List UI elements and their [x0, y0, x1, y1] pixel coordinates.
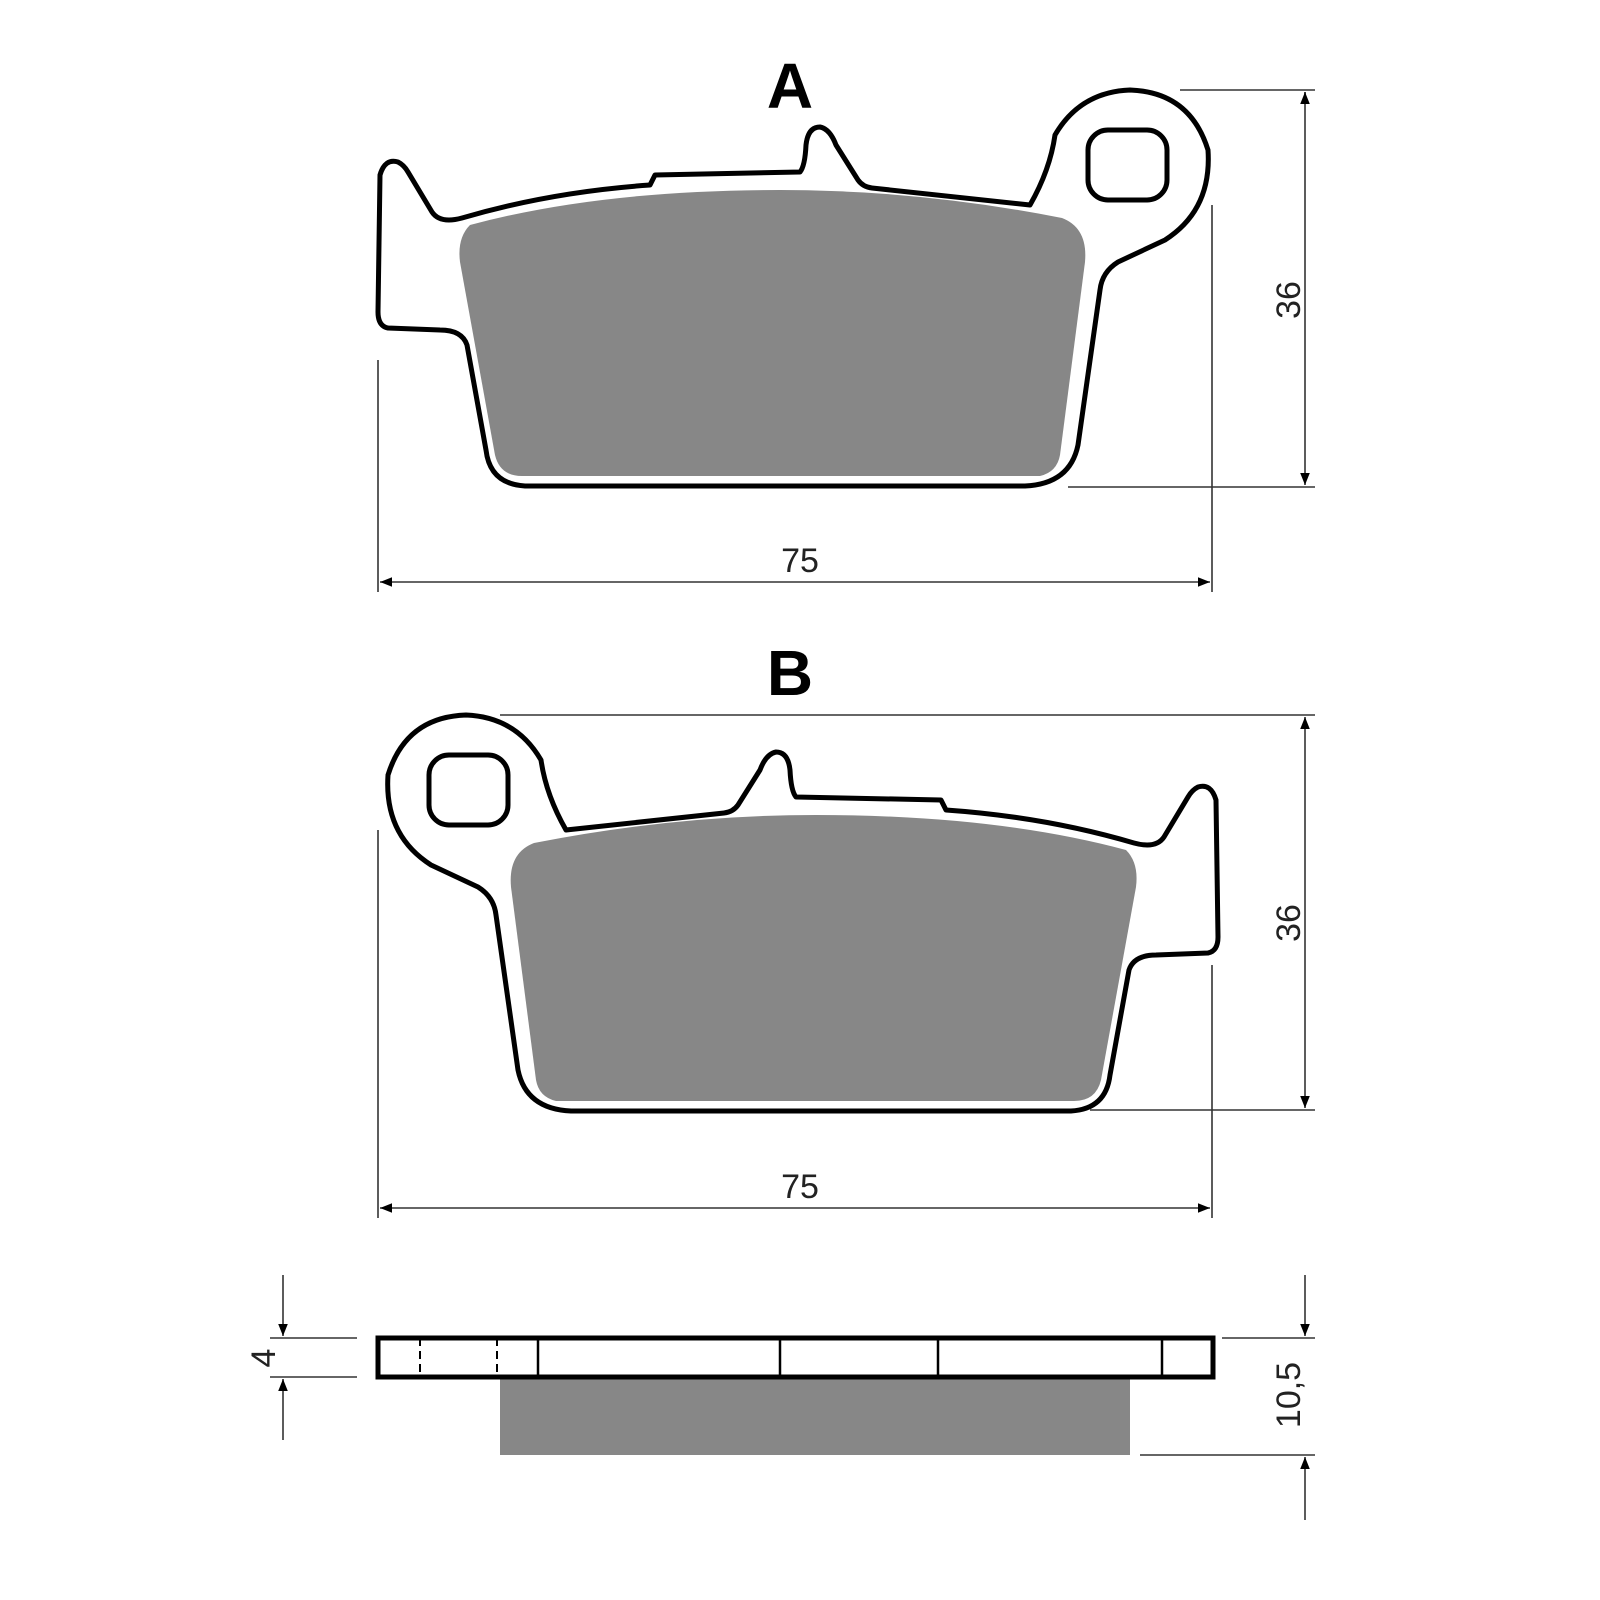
view-a: A 36 75 [378, 50, 1315, 592]
width-dim-a: 75 [781, 542, 819, 580]
width-dim-b: 75 [781, 1168, 819, 1206]
total-thickness-dim: 10,5 [1270, 1362, 1308, 1428]
side-view: 4 10,5 [245, 1275, 1315, 1520]
friction-material-side [500, 1377, 1130, 1455]
backplate-side [375, 1335, 1216, 1380]
view-a-label: A [767, 50, 813, 122]
height-dim-b: 36 [1270, 904, 1308, 942]
view-b-label: B [767, 637, 813, 709]
view-b: B 36 75 [377, 637, 1315, 1218]
height-dim-a: 36 [1270, 281, 1308, 319]
pad-a-outline [378, 90, 1208, 486]
pad-b-outline [388, 715, 1218, 1111]
backplate-thickness-dim: 4 [245, 1349, 283, 1368]
